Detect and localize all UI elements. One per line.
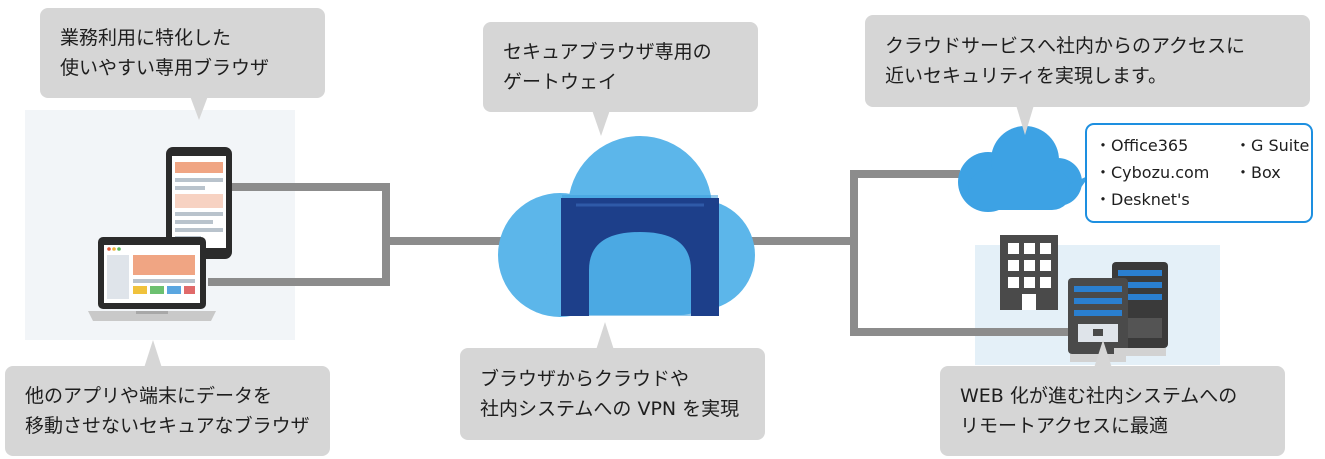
service-cybozu: ・Cybozu.com xyxy=(1095,163,1210,182)
no-data-bubble: 他のアプリや端末にデータを 移動させないセキュアなブラウザ xyxy=(5,366,330,456)
server-icon xyxy=(1068,262,1168,362)
gateway-bubble-tail xyxy=(592,110,610,136)
connector-left-to-gateway xyxy=(382,237,512,245)
connector-tablet xyxy=(208,183,390,191)
gateway-bubble: セキュアブラウザ専用の ゲートウェイ xyxy=(483,22,758,112)
remote-bubble: WEB 化が進む社内システムへの リモートアクセスに最適 xyxy=(940,366,1285,456)
browser-bubble: 業務利用に特化した 使いやすい専用ブラウザ xyxy=(40,8,325,98)
cloud-security-bubble-tail xyxy=(1016,105,1034,135)
tablet-icon xyxy=(166,147,232,259)
cloud-gateway-icon xyxy=(498,136,755,317)
service-g-suite: ・G Suite xyxy=(1235,136,1310,155)
connector-to-saas-cloud xyxy=(850,170,960,178)
connector-to-servers xyxy=(850,328,1070,336)
connector-left-vertical xyxy=(382,183,390,286)
vpn-bubble: ブラウザからクラウドや 社内システムへの VPN を実現 xyxy=(460,348,765,440)
service-desknets: ・Desknet's xyxy=(1095,190,1190,209)
connector-right-vertical xyxy=(850,170,858,336)
building-icon xyxy=(1000,235,1058,310)
remote-bubble-line-1: WEB 化が進む社内システムへの xyxy=(960,385,1238,407)
service-box: ・Box xyxy=(1235,163,1281,182)
cloud-security-bubble-line-2: 近いセキュリティを実現します。 xyxy=(885,65,1167,87)
browser-bubble-tail xyxy=(190,96,208,120)
vpn-bubble-tail xyxy=(596,322,614,350)
gateway-bubble-line-1: セキュアブラウザ専用の xyxy=(503,41,712,63)
laptop-icon xyxy=(88,237,216,321)
cloud-security-bubble-line-1: クラウドサービスへ社内からのアクセスに xyxy=(885,35,1246,57)
cloud-icon xyxy=(958,126,1090,212)
gateway-bubble-line-2: ゲートウェイ xyxy=(503,71,618,93)
connector-gateway-to-right xyxy=(745,237,858,245)
no-data-bubble-line-2: 移動させないセキュアなブラウザ xyxy=(25,415,310,437)
cloud-security-bubble: クラウドサービスへ社内からのアクセスに 近いセキュリティを実現します。 xyxy=(865,15,1310,107)
remote-bubble-tail xyxy=(1094,340,1112,368)
browser-bubble-line-1: 業務利用に特化した xyxy=(60,27,232,49)
service-office365: ・Office365 xyxy=(1095,136,1189,155)
connector-laptop xyxy=(208,278,390,286)
remote-bubble-line-2: リモートアクセスに最適 xyxy=(960,415,1169,437)
browser-bubble-line-2: 使いやすい専用ブラウザ xyxy=(60,57,270,79)
vpn-bubble-line-2: 社内システムへの VPN を実現 xyxy=(480,398,740,420)
no-data-bubble-line-1: 他のアプリや端末にデータを xyxy=(25,385,273,407)
no-data-bubble-tail xyxy=(144,340,162,368)
cloud-services-box: ・Office365 ・G Suite ・Cybozu.com ・Box ・De… xyxy=(1085,123,1313,223)
vpn-bubble-line-1: ブラウザからクラウドや xyxy=(480,368,690,390)
